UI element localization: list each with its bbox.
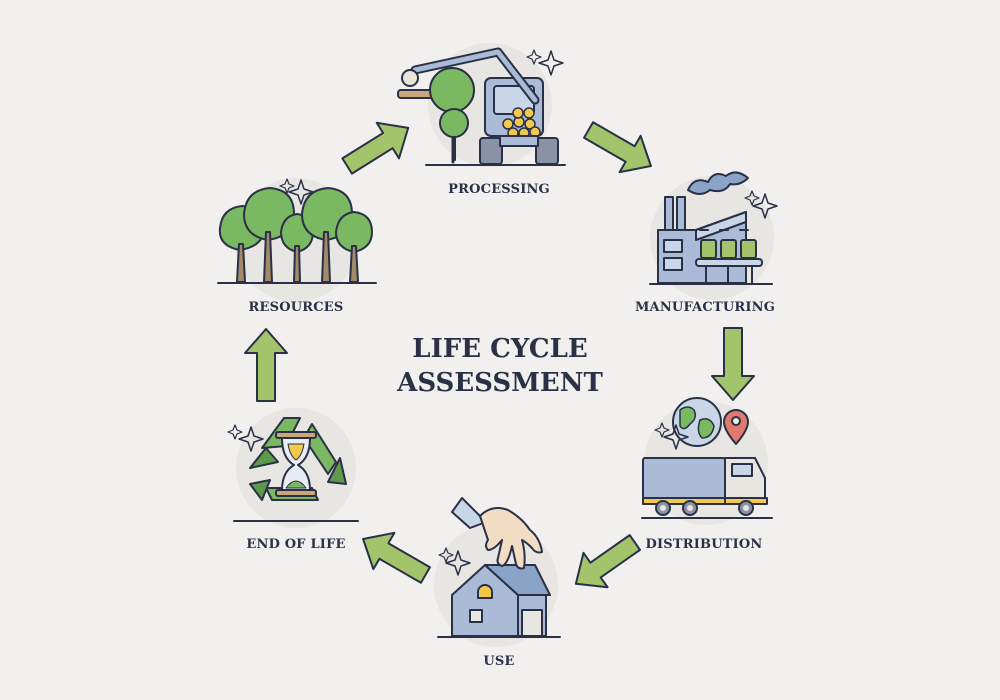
factory-icon <box>649 171 778 300</box>
arrow-resources-to-processing <box>335 109 421 185</box>
stage-label-processing: PROCESSING <box>448 182 550 197</box>
arrow-distribution-to-use <box>562 524 648 602</box>
trees-icon <box>217 178 377 302</box>
forestry-harvester-icon <box>397 43 566 167</box>
stage-label-distribution: DISTRIBUTION <box>645 537 763 552</box>
truck-globe-icon <box>641 397 773 525</box>
arrow-processing-to-manufacturing <box>577 110 663 186</box>
diagram-title: LIFE CYCLE ASSESSMENT <box>397 332 603 400</box>
arrow-end-of-life-to-resources <box>244 328 288 402</box>
stage-label-end-of-life: END OF LIFE <box>246 537 346 552</box>
title-line-2: ASSESSMENT <box>397 368 603 398</box>
stage-label-manufacturing: MANUFACTURING <box>634 300 776 315</box>
arrow-manufacturing-to-distribution <box>711 327 755 401</box>
stage-label-resources: RESOURCES <box>248 300 344 315</box>
title-line-1: LIFE CYCLE <box>412 334 588 364</box>
arrow-use-to-end-of-life <box>351 519 437 595</box>
recycle-hourglass-icon <box>227 408 359 528</box>
stage-label-use: USE <box>483 654 515 669</box>
hand-house-icon <box>434 497 561 647</box>
